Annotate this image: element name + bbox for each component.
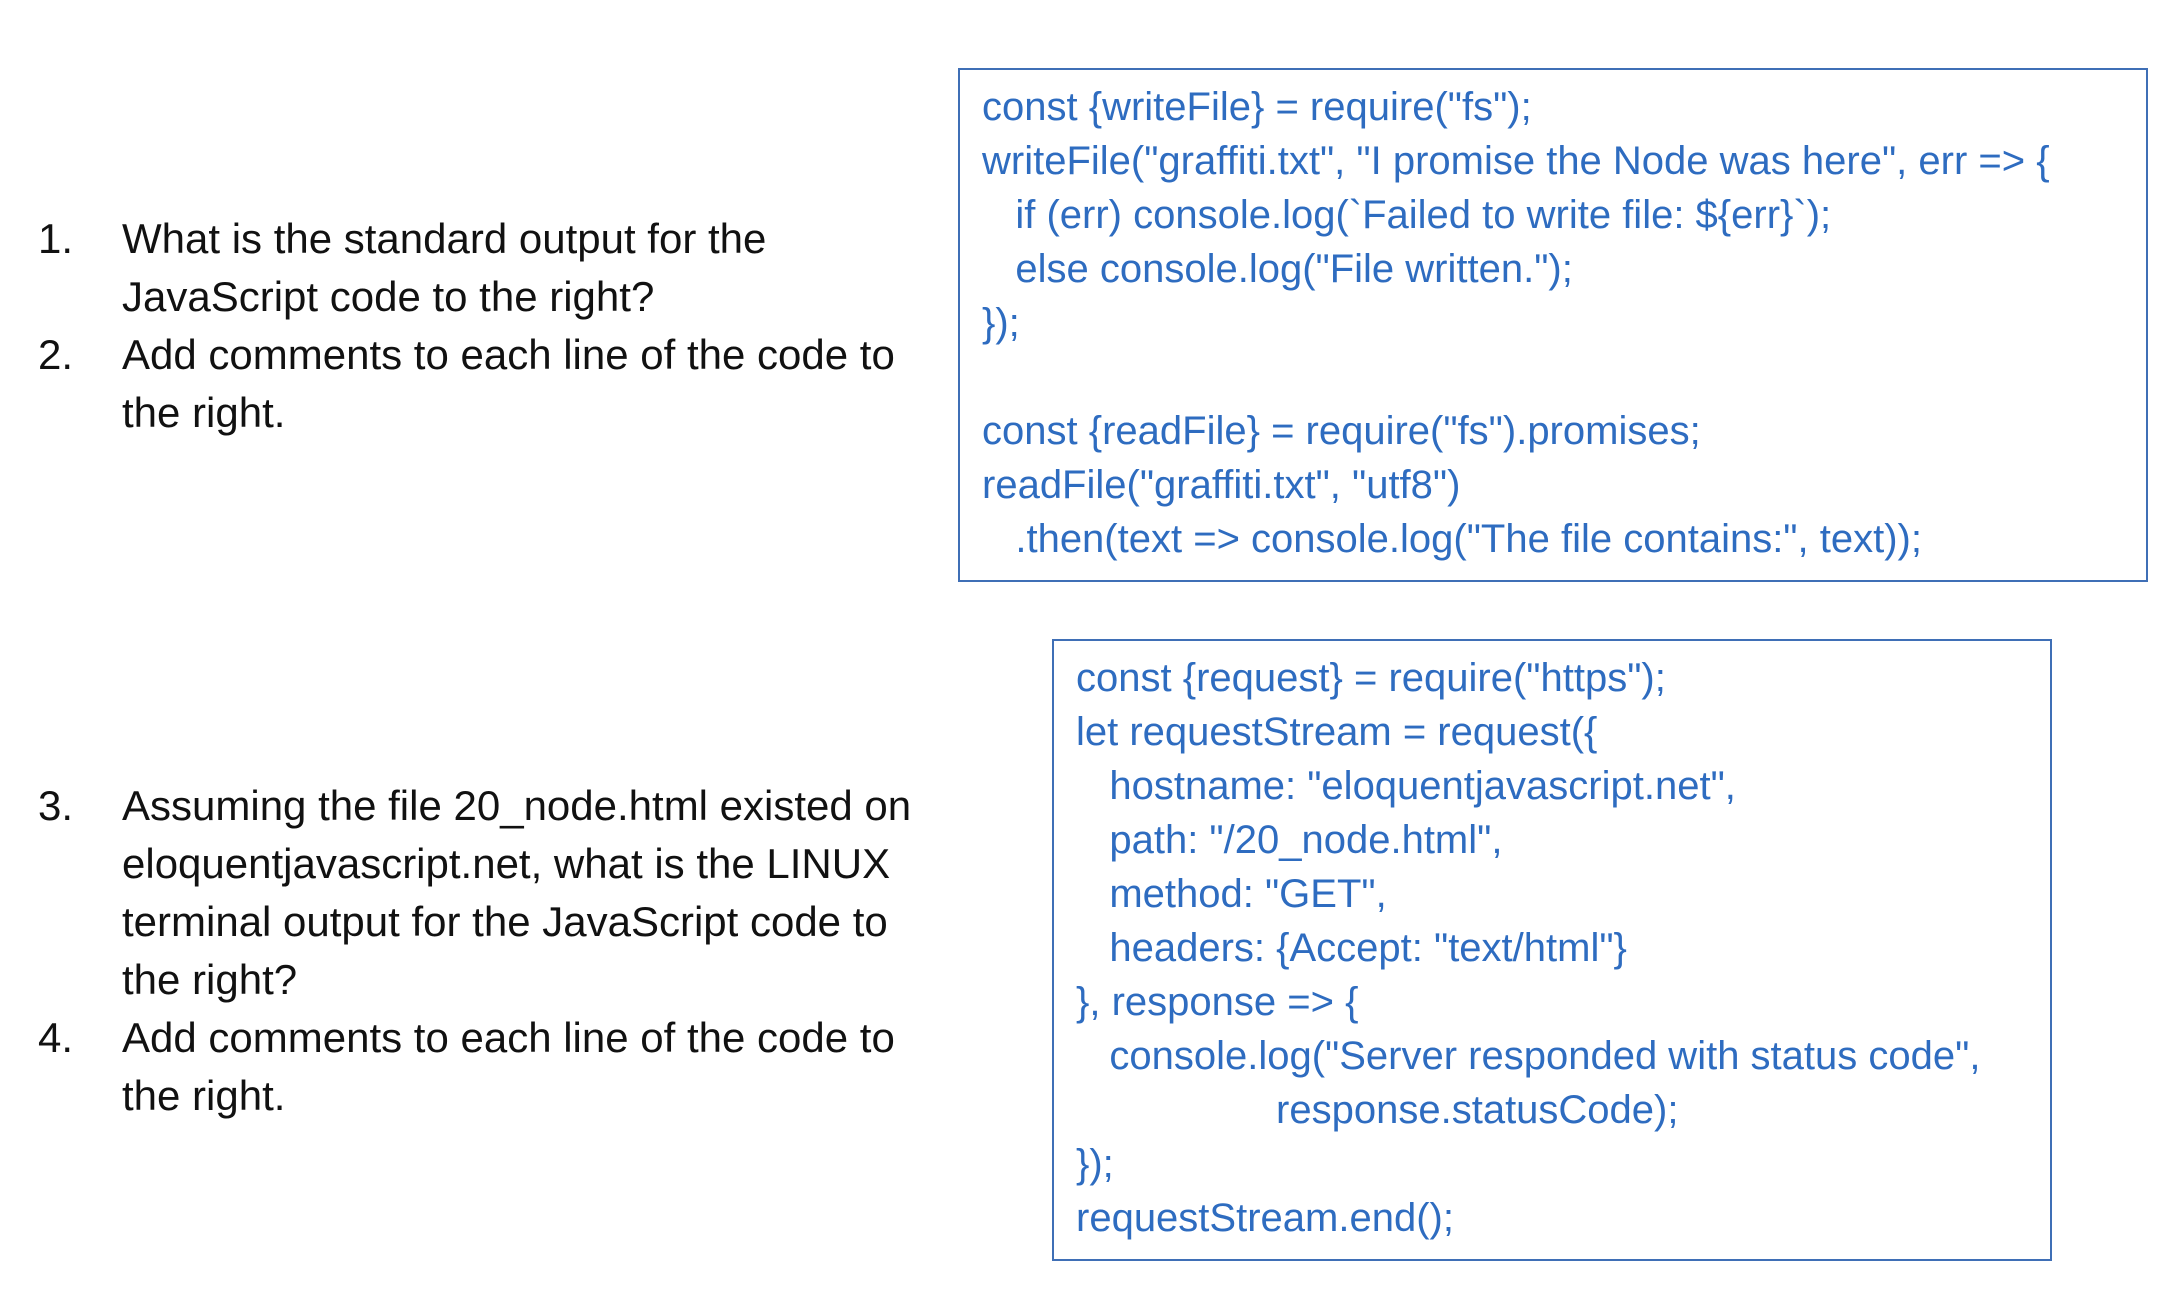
code-line: readFile("graffiti.txt", "utf8") [982,463,1461,507]
code-line-blank [982,350,2124,404]
question-item: 4. Add comments to each line of the code… [38,1009,918,1125]
question-number: 2. [38,331,74,378]
code-block-https: const {request} = require("https"); let … [1052,639,2052,1261]
code-line: else console.log("File written."); [982,247,1573,291]
question-item: 2. Add comments to each line of the code… [38,326,918,442]
question-text: Add comments to each line of the code to… [122,331,895,436]
code-line: const {writeFile} = require("fs"); [982,85,1532,129]
code-line: if (err) console.log(`Failed to write fi… [982,193,1832,237]
question-text: Add comments to each line of the code to… [122,1014,895,1119]
question-text: What is the standard output for the Java… [122,215,767,320]
code-line: }); [1076,1142,1114,1186]
code-line: let requestStream = request({ [1076,710,1598,754]
question-item: 3. Assuming the file 20_node.html existe… [38,777,918,1009]
code-line: .then(text => console.log("The file cont… [982,517,1922,561]
code-line: requestStream.end(); [1076,1196,1454,1240]
code-block-fs: const {writeFile} = require("fs"); write… [958,68,2148,582]
code-line: console.log("Server responded with statu… [1076,1034,1981,1078]
code-line: }); [982,301,1020,345]
code-line: }, response => { [1076,980,1359,1024]
question-list-bottom: 3. Assuming the file 20_node.html existe… [38,777,918,1125]
question-item: 1. What is the standard output for the J… [38,210,918,326]
code-line: hostname: "eloquentjavascript.net", [1076,764,1736,808]
question-number: 3. [38,782,74,829]
code-line: const {request} = require("https"); [1076,656,1666,700]
question-number: 1. [38,215,74,262]
code-line: const {readFile} = require("fs").promise… [982,409,1701,453]
code-line: path: "/20_node.html", [1076,818,1503,862]
code-line: headers: {Accept: "text/html"} [1076,926,1627,970]
code-line: response.statusCode); [1076,1088,1679,1132]
question-number: 4. [38,1014,74,1061]
code-line: writeFile("graffiti.txt", "I promise the… [982,139,2050,183]
code-line: method: "GET", [1076,872,1387,916]
question-list-top: 1. What is the standard output for the J… [38,210,918,442]
question-text: Assuming the file 20_node.html existed o… [122,782,912,1003]
